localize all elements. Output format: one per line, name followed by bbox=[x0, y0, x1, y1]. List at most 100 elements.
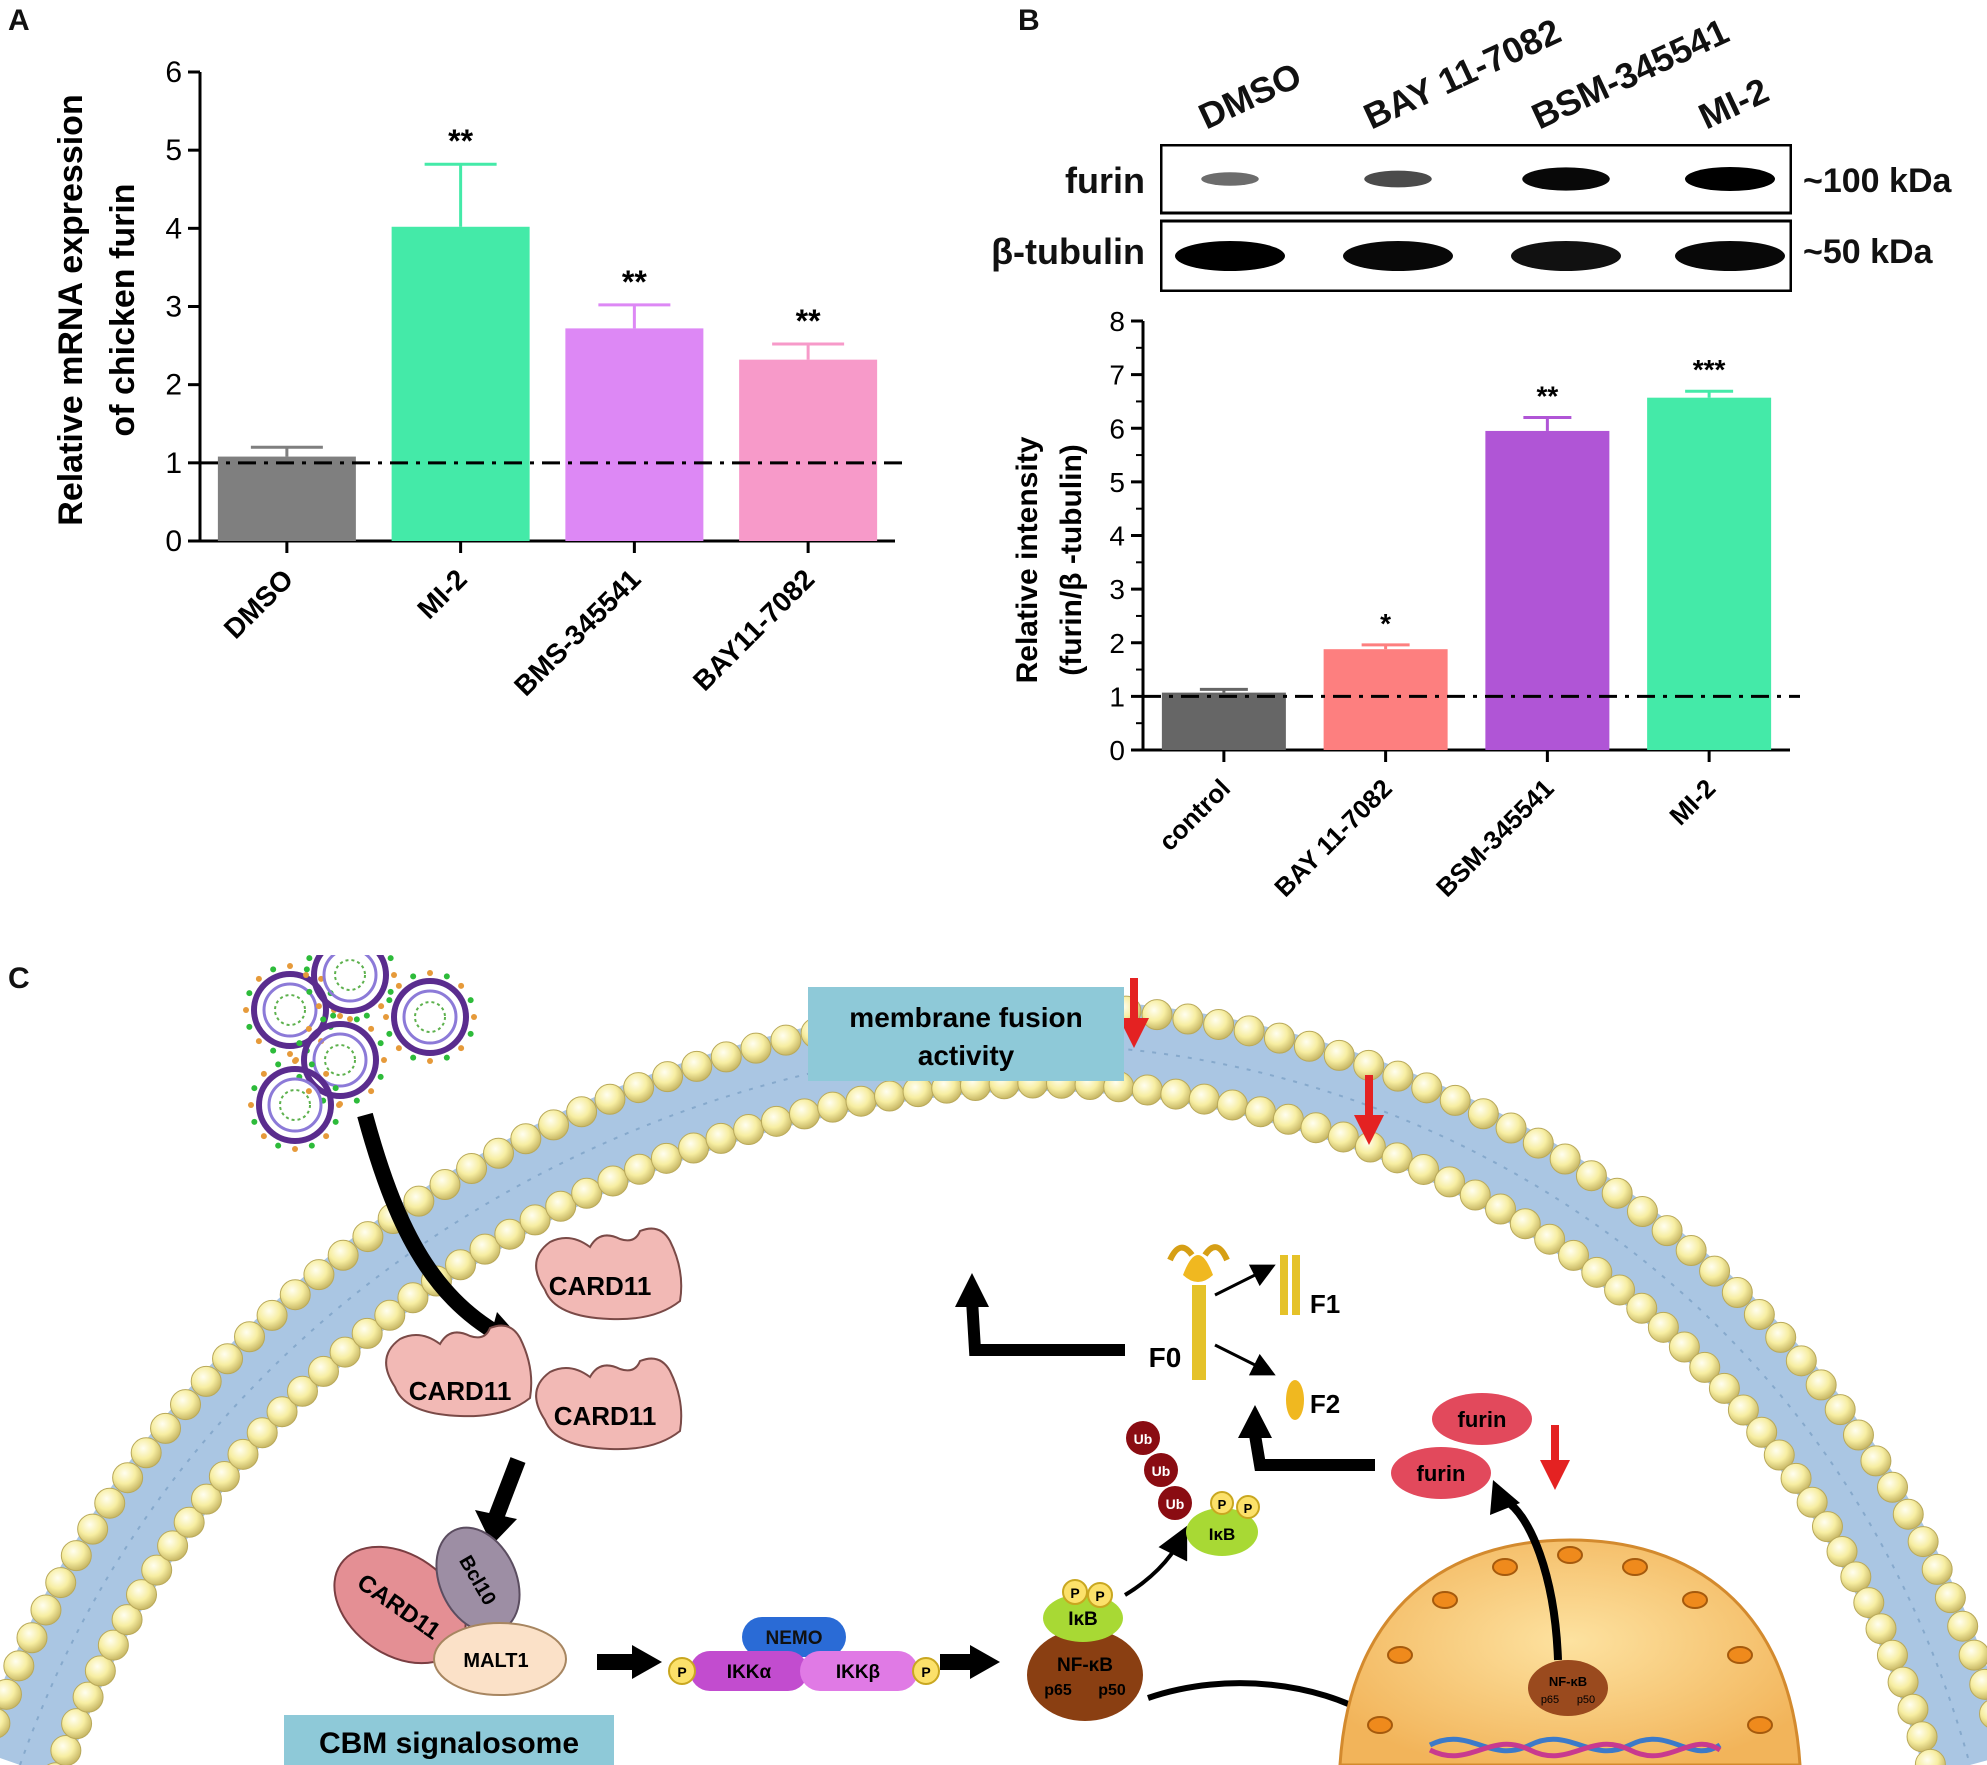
x-tick-label: BSM-345541 bbox=[1430, 773, 1560, 903]
f2-label: F2 bbox=[1310, 1389, 1340, 1419]
blot-lane-label: MI-2 bbox=[1692, 69, 1775, 138]
lipid-head bbox=[1459, 1179, 1491, 1211]
virion-spike bbox=[386, 1030, 393, 1037]
nucleus-p50-label: p50 bbox=[1577, 1694, 1595, 1706]
f1-label: F1 bbox=[1310, 1289, 1340, 1319]
lipid-head bbox=[130, 1437, 162, 1469]
lipid-head bbox=[740, 1032, 772, 1064]
nuclear-pore bbox=[1682, 1591, 1708, 1609]
lipid-head bbox=[246, 1417, 278, 1449]
lipid-head bbox=[817, 1091, 849, 1123]
virion-spike bbox=[255, 975, 262, 982]
lipid-head bbox=[1826, 1535, 1858, 1567]
lipid-head bbox=[519, 1204, 551, 1236]
lipid-head bbox=[111, 1604, 143, 1636]
virion-spike bbox=[458, 982, 465, 989]
f0-label: F0 bbox=[1149, 1342, 1182, 1373]
virion-spike bbox=[395, 1045, 402, 1052]
virion-envelope bbox=[256, 1066, 334, 1144]
p65-label: p65 bbox=[1044, 1682, 1072, 1699]
virion-spike bbox=[353, 1097, 360, 1104]
lipid-head bbox=[1522, 1127, 1554, 1159]
lipid-head bbox=[1172, 1003, 1204, 1035]
lipid-head bbox=[1509, 1208, 1541, 1240]
virion-spike bbox=[377, 1040, 384, 1047]
virion-spike bbox=[368, 1088, 375, 1095]
cbm-signalosome-label: CBM signalosome bbox=[319, 1727, 579, 1760]
complex-malt1-label: MALT1 bbox=[463, 1650, 528, 1672]
lipid-head bbox=[1411, 1072, 1443, 1104]
lipid-head bbox=[469, 1233, 501, 1265]
lipid-head bbox=[1626, 1196, 1658, 1228]
nuclear-pore bbox=[1727, 1646, 1753, 1664]
lipid-head bbox=[0, 1708, 11, 1738]
blot-band bbox=[1675, 241, 1785, 271]
lipid-head bbox=[1272, 1103, 1304, 1135]
lipid-head bbox=[456, 1153, 488, 1185]
lipid-head bbox=[1887, 1666, 1919, 1698]
lipid-head bbox=[1651, 1215, 1683, 1247]
blot-lane-label: DMSO bbox=[1192, 54, 1308, 138]
virion-spike bbox=[270, 1047, 277, 1054]
phospho-label: P bbox=[921, 1664, 930, 1680]
nuclear-pore bbox=[1492, 1558, 1518, 1576]
lipid-head bbox=[141, 1554, 173, 1586]
y-tick-label: 8 bbox=[1109, 306, 1125, 337]
lipid-head bbox=[874, 1080, 906, 1112]
virion-spike bbox=[410, 973, 417, 980]
lipid-head bbox=[351, 1317, 383, 1349]
virion-spike bbox=[260, 1133, 267, 1140]
lipid-head bbox=[1467, 1098, 1499, 1130]
significance-label: ** bbox=[796, 303, 821, 339]
lipid-head bbox=[0, 1678, 22, 1710]
lipid-head bbox=[1906, 1721, 1938, 1753]
lipid-head bbox=[1263, 1022, 1295, 1054]
lipid-head bbox=[1979, 1700, 1987, 1728]
lipid-head bbox=[571, 1177, 603, 1209]
virion-spike bbox=[467, 1030, 474, 1037]
virion-inner bbox=[262, 982, 318, 1038]
y-tick-label: 7 bbox=[1109, 360, 1125, 391]
lipid-head bbox=[112, 1462, 144, 1494]
panel-letter-b: B bbox=[1018, 4, 1040, 37]
blot-band bbox=[1201, 172, 1259, 186]
lipid-head bbox=[1746, 1416, 1778, 1448]
nucleus-nfkb-label: NF-κB bbox=[1549, 1674, 1587, 1689]
lipid-head bbox=[279, 1279, 311, 1311]
furin-label: furin bbox=[1417, 1461, 1466, 1486]
lipid-head bbox=[1934, 1582, 1966, 1614]
virion-envelope bbox=[251, 971, 329, 1049]
lipid-head bbox=[545, 1190, 577, 1222]
lipid-head bbox=[84, 1655, 116, 1687]
virion-spike bbox=[246, 1023, 253, 1030]
virion-spike bbox=[410, 1054, 417, 1061]
ub-label: Ub bbox=[1152, 1463, 1171, 1479]
ub-label: Ub bbox=[1134, 1431, 1153, 1447]
nuclear-pore bbox=[1747, 1716, 1773, 1734]
virion-genome bbox=[414, 1001, 446, 1033]
virion-spike bbox=[387, 955, 394, 962]
lipid-head bbox=[1434, 1166, 1466, 1198]
lipid-head bbox=[329, 1336, 361, 1368]
lipid-head bbox=[1824, 1394, 1856, 1426]
lipid-head bbox=[60, 1540, 92, 1572]
lipid-head bbox=[1203, 1008, 1235, 1040]
lipid-head bbox=[1604, 1274, 1636, 1306]
lipid-head bbox=[1534, 1223, 1566, 1255]
lipid-head bbox=[678, 1132, 710, 1164]
virion-spike bbox=[378, 1003, 385, 1010]
ub-label: Ub bbox=[1166, 1496, 1185, 1512]
lipid-head bbox=[1743, 1299, 1775, 1331]
lipid-head bbox=[1408, 1153, 1440, 1185]
nuclear-pore bbox=[1367, 1716, 1393, 1734]
virion-spike bbox=[323, 1133, 330, 1140]
lipid-head bbox=[788, 1098, 820, 1130]
ikb-label: IκB bbox=[1068, 1609, 1098, 1630]
lipid-head bbox=[681, 1050, 713, 1082]
lipid-head bbox=[538, 1109, 570, 1141]
panel-letter-a: A bbox=[8, 4, 30, 37]
y-tick-label: 4 bbox=[1109, 521, 1125, 552]
blot-row-label-furin: furin bbox=[1065, 160, 1145, 201]
virion-genome bbox=[324, 1044, 356, 1076]
bar bbox=[1647, 397, 1772, 750]
